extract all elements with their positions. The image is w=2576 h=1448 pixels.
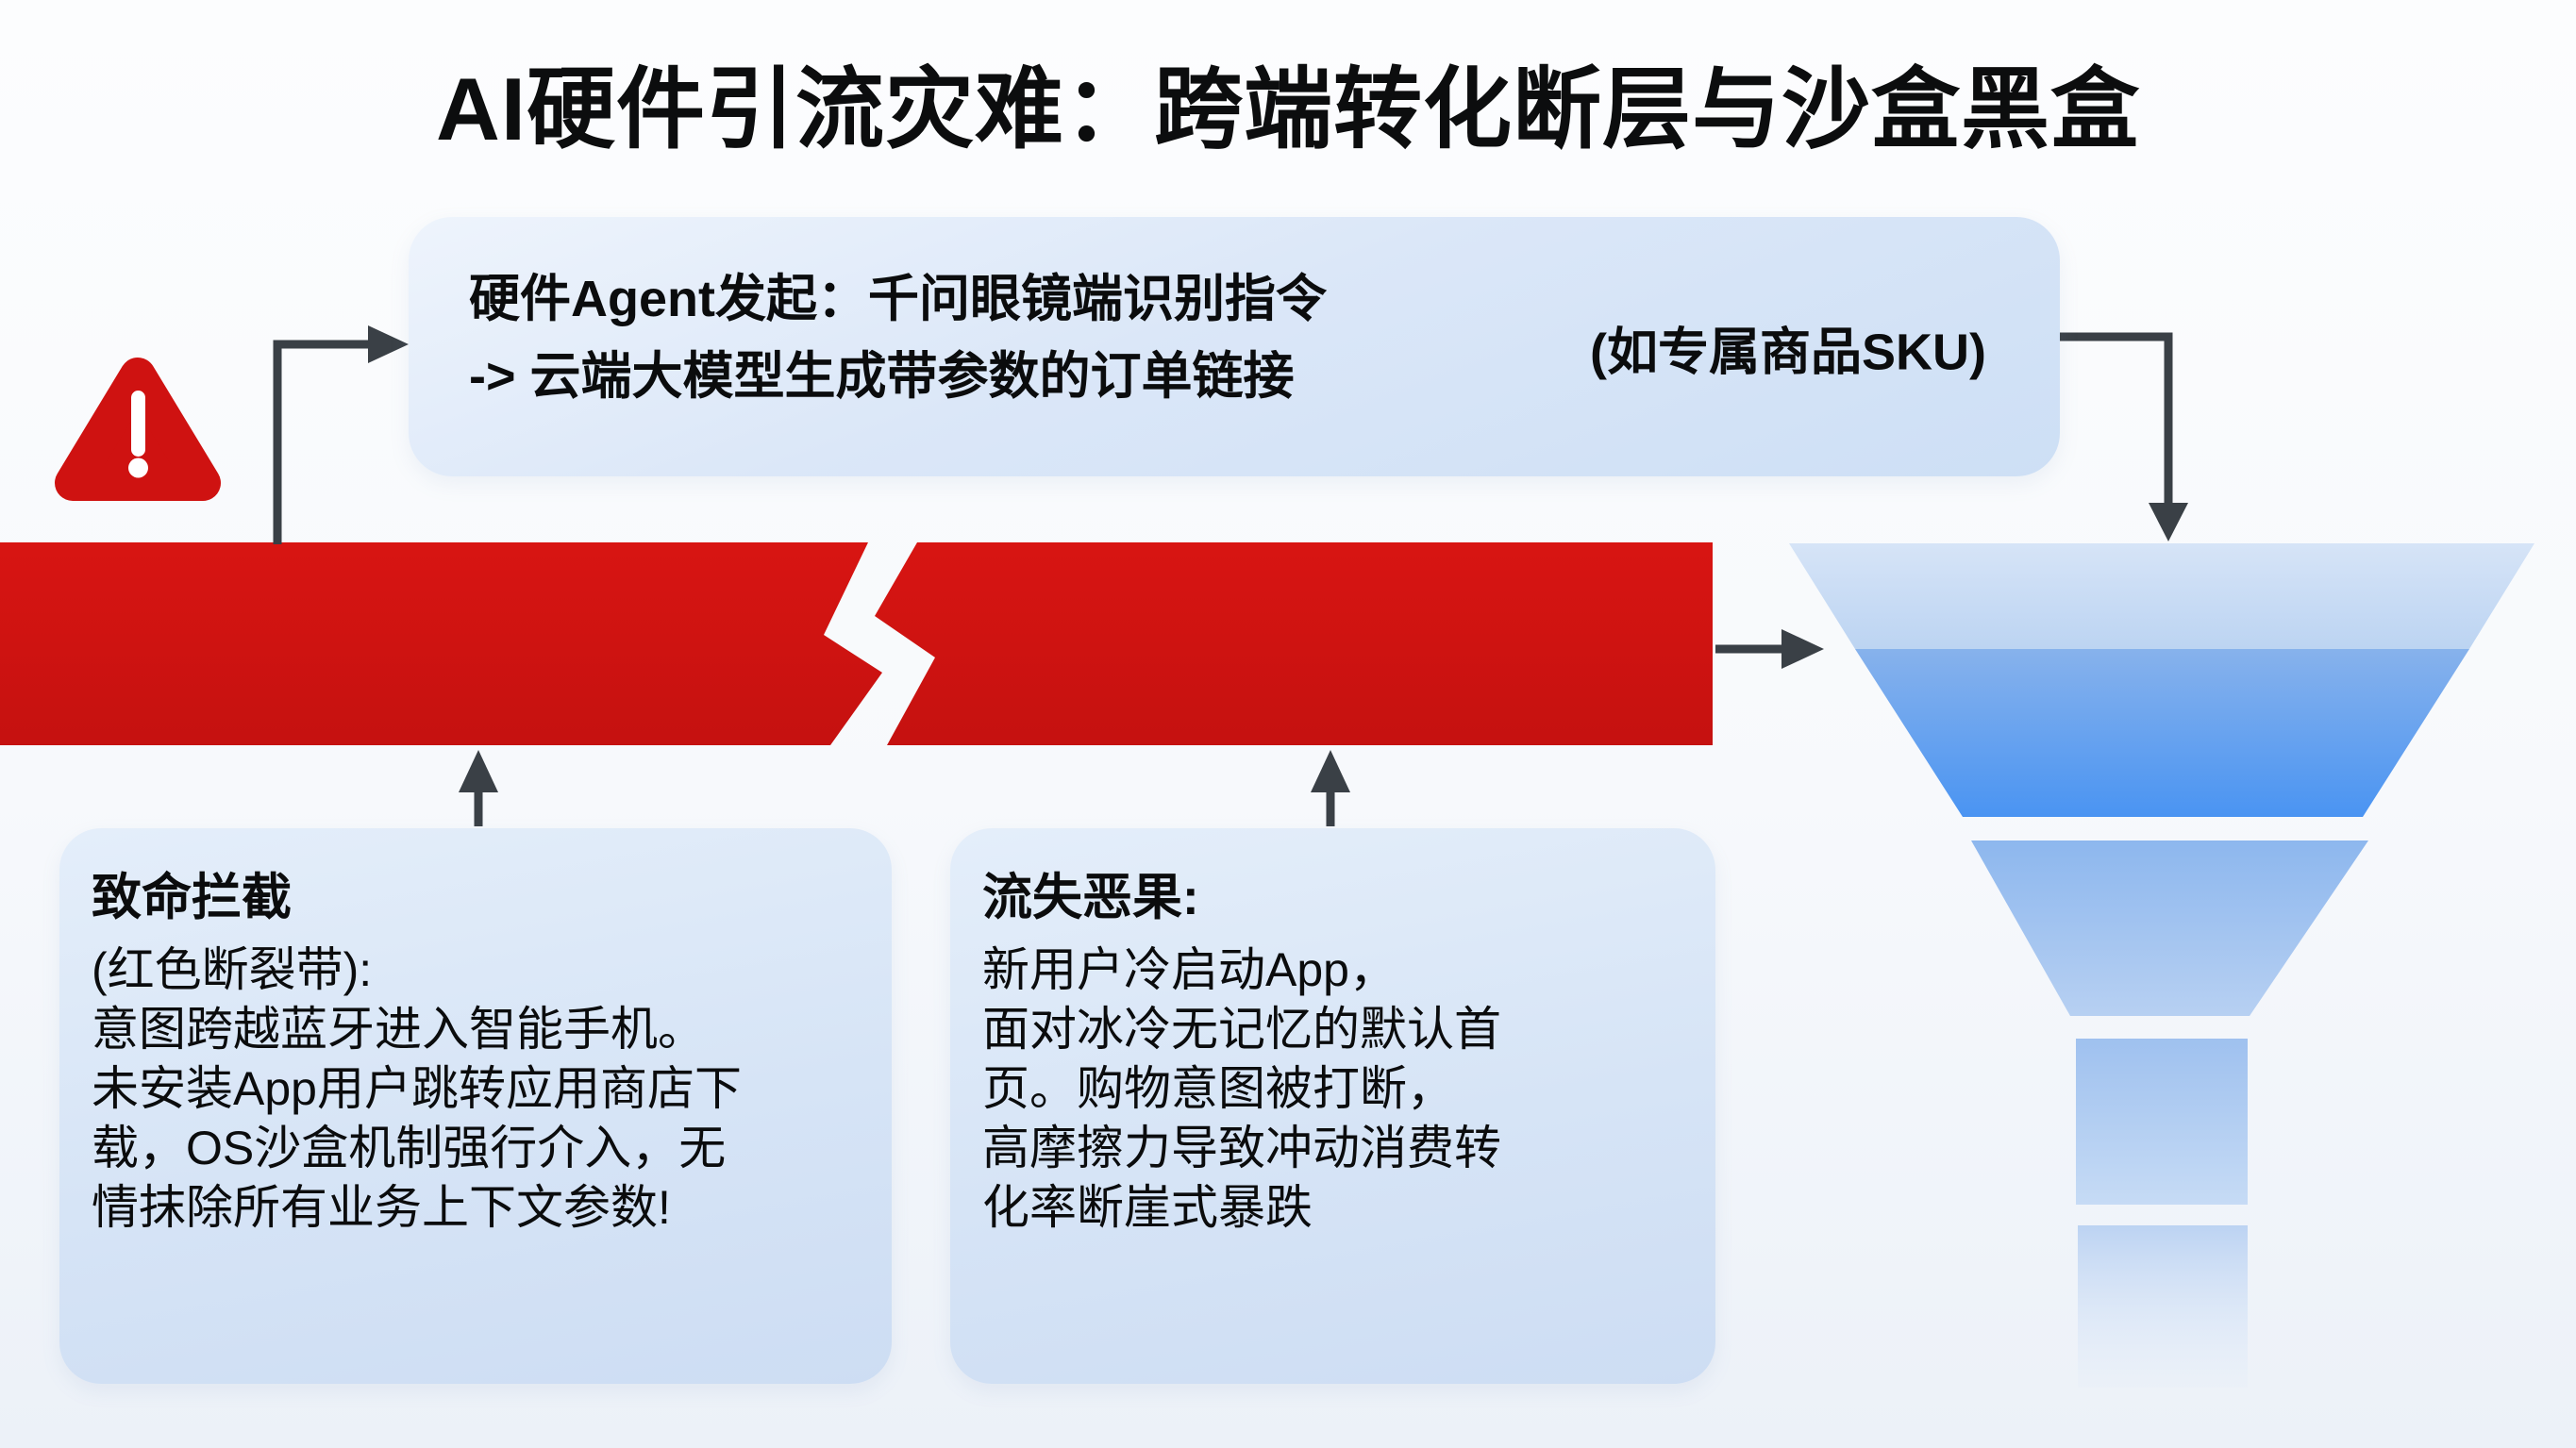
flow-aside-sku: (如专属商品SKU) <box>1590 324 1986 380</box>
funnel-mid-section <box>1971 841 2368 1016</box>
interception-heading: 致命拦截 <box>92 870 292 925</box>
warning-triangle-icon <box>55 358 221 501</box>
funnel-stem-upper <box>2076 1039 2248 1205</box>
funnel-main-section <box>1855 649 2469 817</box>
interception-line: 情抹除所有业务上下文参数! <box>92 1181 671 1234</box>
interception-line: 意图跨越蓝牙进入智能手机。 <box>92 1003 705 1056</box>
loss-line: 化率断崖式暴跌 <box>982 1181 1313 1234</box>
interception-note-box: 致命拦截 (红色断裂带): 意图跨越蓝牙进入智能手机。 未安装App用户跳转应用… <box>59 828 892 1384</box>
conversion-funnel <box>1789 543 2534 1388</box>
red-bar-left-segment <box>0 542 882 745</box>
arrow-flowbox-to-funnel-line <box>2060 332 2173 505</box>
arrow-bar-to-flowbox-head <box>368 325 409 363</box>
red-bar-right-segment <box>875 542 1713 745</box>
funnel-stem-lower <box>2078 1225 2248 1388</box>
arrow-interception-to-bar-head <box>459 750 498 792</box>
loss-line: 新用户冷启动App， <box>982 943 1397 996</box>
page-title: AI硬件引流灾难：跨端转化断层与沙盒黑盒 <box>435 59 2140 158</box>
flow-line-1: 硬件Agent发起：千问眼镜端识别指令 <box>469 271 1327 327</box>
loss-line: 页。购物意图被打断， <box>982 1062 1454 1115</box>
interception-line: (红色断裂带): <box>92 943 373 996</box>
flow-line-2: -> 云端大模型生成带参数的订单链接 <box>469 348 1295 405</box>
interception-line: 载，OS沙盒机制强行介入，无 <box>92 1122 727 1174</box>
arrow-bar-to-funnel-head <box>1781 629 1824 669</box>
connector-arrows <box>273 325 2188 826</box>
interception-line: 未安装App用户跳转应用商店下 <box>92 1062 742 1115</box>
loss-heading: 流失恶果: <box>982 870 1199 925</box>
flow-box: 硬件Agent发起：千问眼镜端识别指令 -> 云端大模型生成带参数的订单链接 (… <box>409 217 2060 476</box>
loss-line: 面对冰冷无记忆的默认首 <box>982 1003 1501 1056</box>
loss-line: 高摩擦力导致冲动消费转 <box>982 1122 1501 1174</box>
funnel-top-band <box>1789 543 2534 649</box>
loss-note-box: 流失恶果: 新用户冷启动App， 面对冰冷无记忆的默认首 页。购物意图被打断， … <box>950 828 1715 1384</box>
arrow-loss-to-bar-head <box>1311 750 1350 792</box>
broken-red-bar <box>0 542 1713 745</box>
arrow-bar-to-flowbox-line <box>273 340 370 544</box>
arrow-flowbox-to-funnel-head <box>2149 503 2188 541</box>
